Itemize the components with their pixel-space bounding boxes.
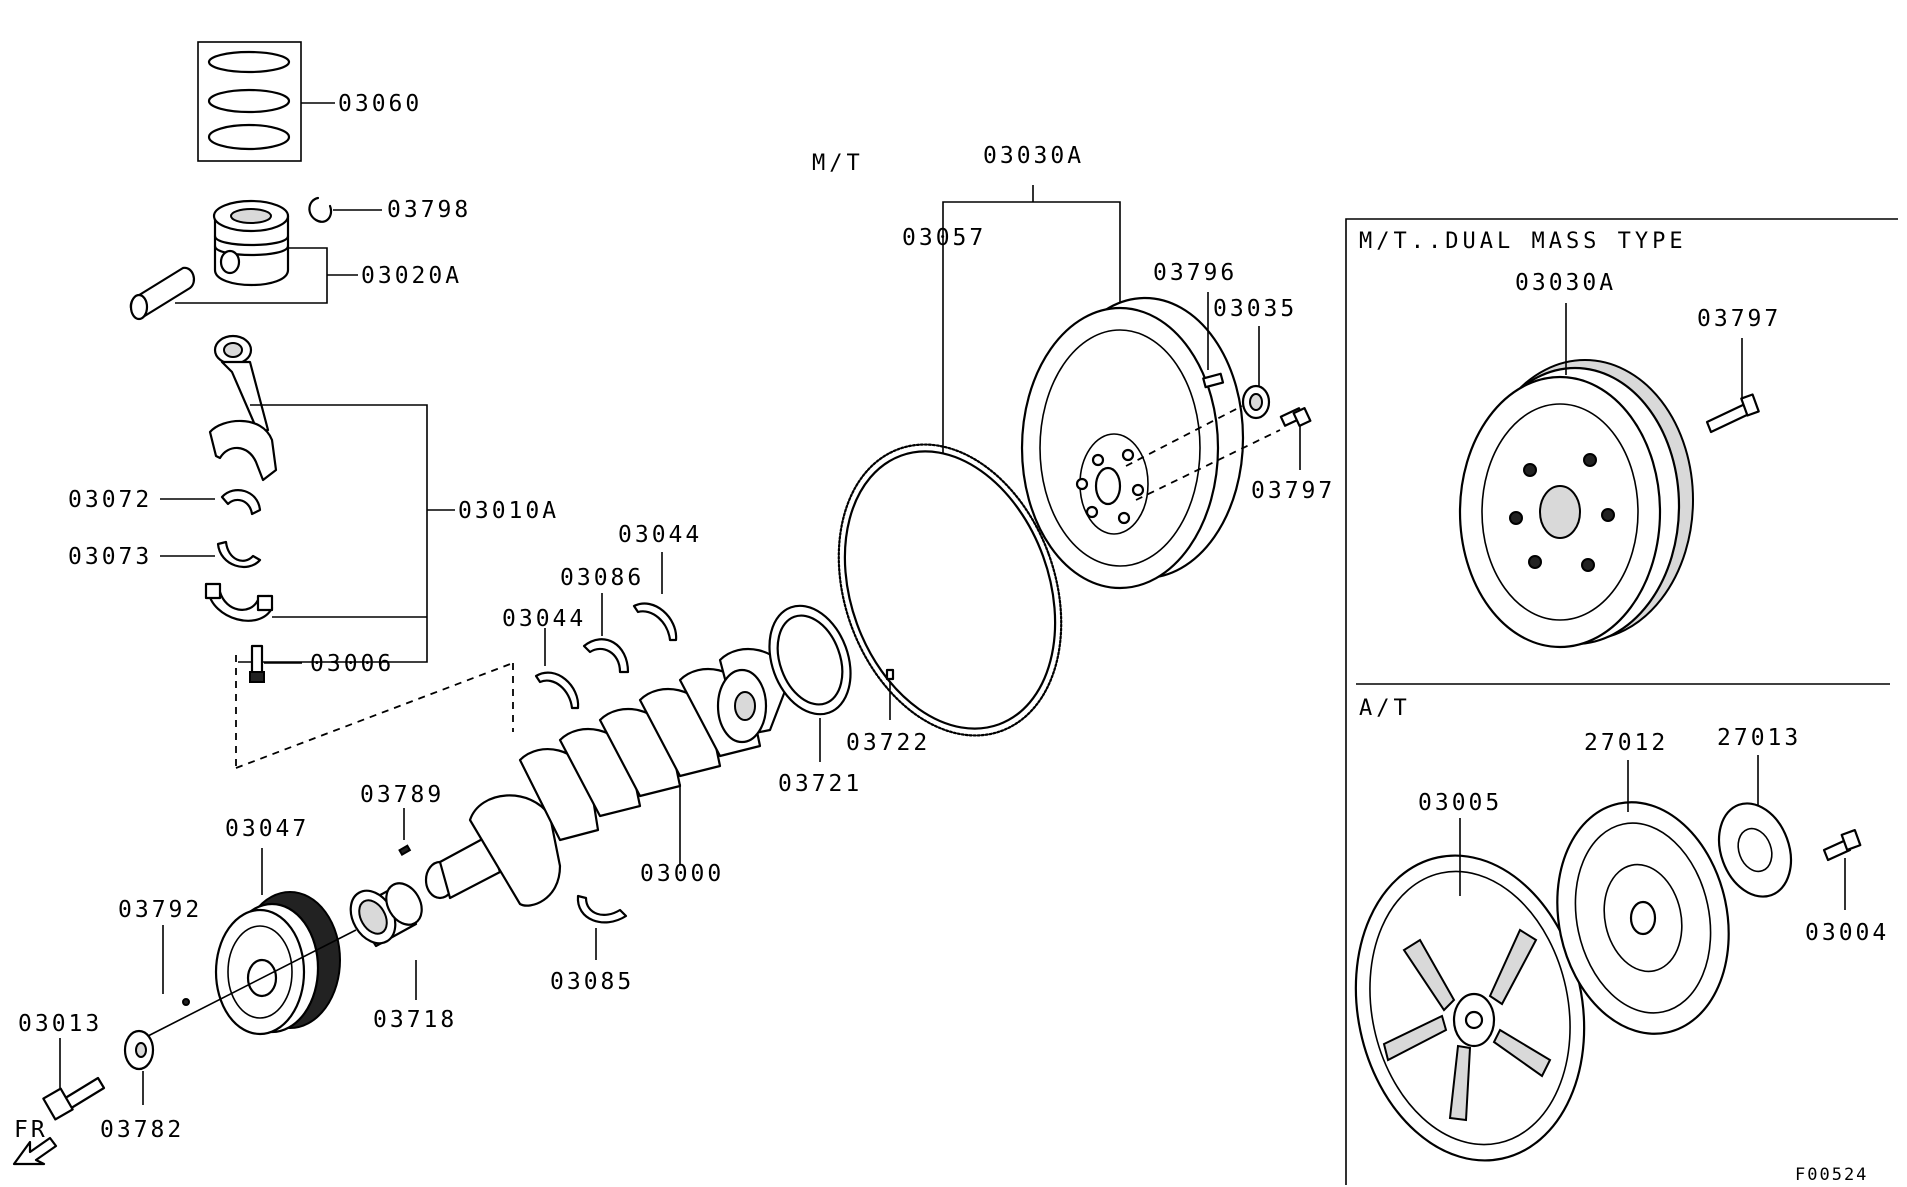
drive-plate-03005[interactable] xyxy=(1328,818,1611,1182)
drive-plate-bolt-03004[interactable] xyxy=(1822,828,1862,910)
piston-03020A[interactable] xyxy=(129,199,358,321)
label-03035[interactable]: 03035 xyxy=(1213,296,1297,322)
label-03796[interactable]: 03796 xyxy=(1153,260,1237,286)
label-dm-03030A[interactable]: 03030A xyxy=(1515,270,1616,296)
pulley-bolt-03013[interactable] xyxy=(42,1038,106,1121)
label-03004[interactable]: 03004 xyxy=(1805,920,1889,946)
pulley-axis-line xyxy=(147,929,357,1037)
dowel-pin-03796[interactable] xyxy=(1202,292,1225,389)
part-number-labels: 03060 03798 03020A 03072 03073 03010A 03… xyxy=(18,91,1889,1143)
pin-03792[interactable] xyxy=(162,925,190,1006)
label-03789[interactable]: 03789 xyxy=(360,782,444,808)
bearing-shell-03073[interactable] xyxy=(160,540,262,569)
label-03060[interactable]: 03060 xyxy=(338,91,422,117)
label-03721[interactable]: 03721 xyxy=(778,771,862,797)
label-03013[interactable]: 03013 xyxy=(18,1011,102,1037)
thrust-bearing-03044-upper[interactable] xyxy=(632,552,678,642)
crankshaft-03000[interactable] xyxy=(424,647,792,907)
label-03057[interactable]: 03057 xyxy=(902,225,986,251)
bearing-shell-03072[interactable] xyxy=(160,489,262,516)
label-03044-lower[interactable]: 03044 xyxy=(502,606,586,632)
section-at: A/T xyxy=(1359,696,1411,721)
dual-mass-flywheel-03030A[interactable] xyxy=(1458,303,1694,649)
section-mt: M/T xyxy=(812,151,864,176)
connecting-rod-cap[interactable] xyxy=(204,582,427,622)
label-dm-03797[interactable]: 03797 xyxy=(1697,306,1781,332)
label-03722[interactable]: 03722 xyxy=(846,730,930,756)
label-03006[interactable]: 03006 xyxy=(310,651,394,677)
thrust-bearing-03044-lower[interactable] xyxy=(534,628,580,710)
label-03000[interactable]: 03000 xyxy=(640,861,724,887)
adapter-plate-27012[interactable] xyxy=(1537,760,1750,1050)
label-03005[interactable]: 03005 xyxy=(1418,790,1502,816)
key-03789[interactable] xyxy=(398,808,412,856)
front-marker-label: FR xyxy=(14,1117,48,1143)
label-03798[interactable]: 03798 xyxy=(387,197,471,223)
connecting-rod-03010A[interactable] xyxy=(208,334,455,663)
piston-rings-03060[interactable] xyxy=(197,41,335,162)
label-27012[interactable]: 27012 xyxy=(1584,730,1668,756)
snap-ring-03798[interactable] xyxy=(308,196,382,223)
label-03086[interactable]: 03086 xyxy=(560,565,644,591)
section-titles: M/T M/T..DUAL MASS TYPE A/T xyxy=(812,151,1687,721)
washer-03782[interactable] xyxy=(123,1029,155,1105)
label-03073[interactable]: 03073 xyxy=(68,544,152,570)
rod-bolt-03006[interactable] xyxy=(249,644,302,683)
label-03792[interactable]: 03792 xyxy=(118,897,202,923)
flywheel-03030A[interactable] xyxy=(1020,296,1281,590)
section-frames xyxy=(1345,218,1898,1185)
bearing-shell-03086[interactable] xyxy=(582,593,630,674)
label-03782[interactable]: 03782 xyxy=(100,1117,184,1143)
adapter-plate-03721[interactable] xyxy=(755,594,865,762)
label-03020A[interactable]: 03020A xyxy=(361,263,462,289)
flywheel-bolt-03797[interactable] xyxy=(1279,407,1312,470)
pilot-bearing-03035[interactable] xyxy=(1241,326,1271,420)
label-03047[interactable]: 03047 xyxy=(225,816,309,842)
label-03718[interactable]: 03718 xyxy=(373,1007,457,1033)
bearing-shell-03085[interactable] xyxy=(576,894,628,960)
section-mt-dual-mass: M/T..DUAL MASS TYPE xyxy=(1359,229,1687,254)
label-03797[interactable]: 03797 xyxy=(1251,478,1335,504)
front-direction-arrow xyxy=(12,1136,58,1166)
ring-gear-03057[interactable] xyxy=(800,185,1121,767)
label-03085[interactable]: 03085 xyxy=(550,969,634,995)
sleeve-bearing-03718[interactable] xyxy=(342,877,429,1000)
label-03030A[interactable]: 03030A xyxy=(983,143,1084,169)
label-03072[interactable]: 03072 xyxy=(68,487,152,513)
assembly-guide-lines xyxy=(235,655,514,769)
pin-03722[interactable] xyxy=(885,668,895,720)
dual-mass-bolt-03797[interactable] xyxy=(1705,338,1760,434)
figure-code: F00524 xyxy=(1795,1165,1868,1185)
label-27013[interactable]: 27013 xyxy=(1717,725,1801,751)
crank-pulley-03047[interactable] xyxy=(214,848,341,1036)
label-03044-upper[interactable]: 03044 xyxy=(618,522,702,548)
plate-27013[interactable] xyxy=(1707,755,1804,907)
label-03010A[interactable]: 03010A xyxy=(458,498,559,524)
